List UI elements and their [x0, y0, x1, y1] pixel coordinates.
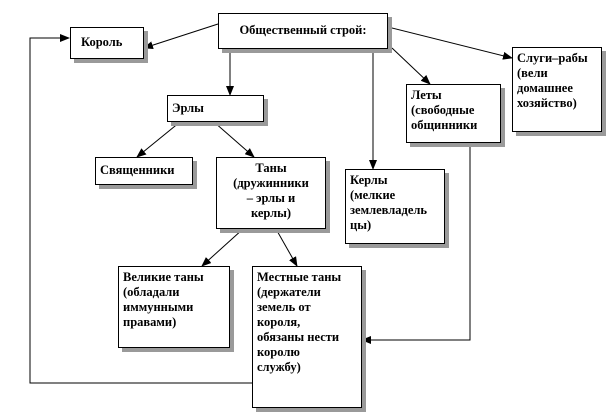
node-local-tans-label: Местные таны (держатели земель от короля…	[257, 270, 342, 374]
node-priests: Священники	[95, 157, 193, 185]
node-great-tans: Великие таны (обладали иммунными правами…	[118, 266, 230, 348]
arrow-society-to-king	[143, 23, 219, 50]
node-servants: Слуги–рабы (вели домашнее хозяйство)	[512, 47, 602, 132]
node-erls-label: Эрлы	[172, 101, 204, 115]
node-kerls-label: Керлы (мелкие землевладель цы)	[350, 173, 427, 232]
arrow-society-to-lets	[391, 47, 431, 85]
node-lets-label: Леты (свободные общинники	[411, 88, 478, 132]
node-king-label: Король	[81, 35, 123, 49]
arrow-tans-to-local-tans	[275, 228, 298, 267]
node-erls: Эрлы	[167, 95, 264, 122]
node-society: Общественный строй:	[218, 13, 388, 49]
node-lets: Леты (свободные общинники	[406, 84, 501, 143]
arrow-lets-to-local-tans	[361, 143, 471, 344]
node-society-label: Общественный строй:	[239, 23, 367, 37]
arrow-tans-to-great-tans	[201, 228, 244, 267]
arrow-erls-to-priests	[136, 121, 181, 158]
node-great-tans-label: Великие таны (обладали иммунными правами…	[123, 270, 204, 329]
node-priests-label: Священники	[100, 163, 175, 177]
node-kerls: Керлы (мелкие землевладель цы)	[345, 169, 445, 244]
node-servants-label: Слуги–рабы (вели домашнее хозяйство)	[517, 51, 588, 110]
arrow-society-to-servants	[375, 23, 513, 60]
node-local-tans: Местные таны (держатели земель от короля…	[252, 266, 362, 408]
node-tans: Таны (дружинники – эрлы и керлы)	[216, 157, 326, 229]
arrow-local-tans-to-king	[29, 34, 252, 384]
node-king: Король	[70, 27, 144, 59]
arrow-erls-to-tans	[213, 121, 255, 158]
node-tans-label: Таны (дружинники – эрлы и керлы)	[233, 161, 309, 220]
